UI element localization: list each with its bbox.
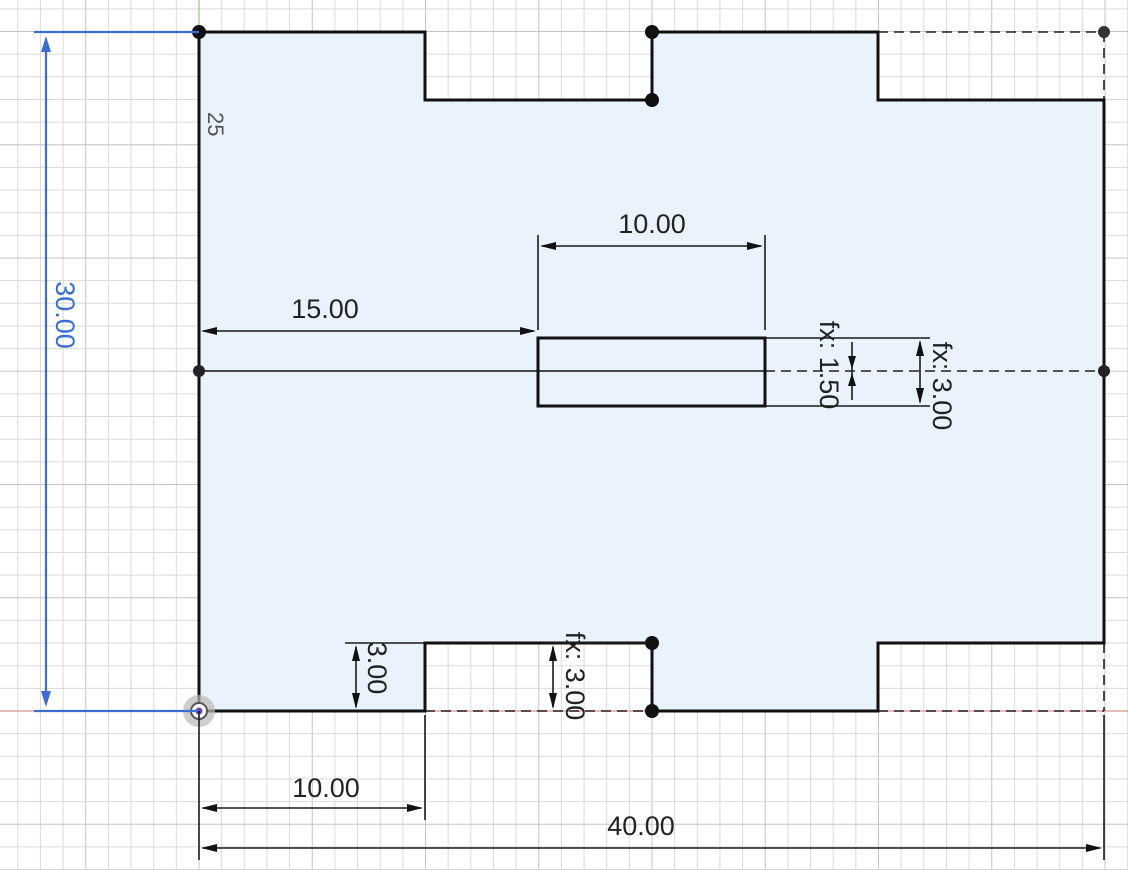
dimension-label[interactable]: 40.00 — [607, 811, 675, 841]
dimension-label[interactable]: 10.00 — [292, 773, 360, 803]
sketch-point[interactable] — [193, 365, 205, 377]
slot-rectangle[interactable] — [536, 336, 767, 408]
sketch-point[interactable] — [645, 93, 659, 107]
dimension-slot-offset[interactable]: 15.00 — [201, 294, 536, 335]
dimension-label[interactable]: fx: 1.50 — [814, 321, 844, 410]
dimension-label[interactable]: fx: 3.00 — [560, 632, 590, 721]
dimension-slot-height[interactable]: fx: 3.00 — [916, 340, 957, 430]
dimension-label[interactable]: 30.00 — [50, 281, 80, 349]
dimension-label[interactable]: fx: 3.00 — [927, 342, 957, 431]
sketch-point[interactable] — [645, 704, 659, 718]
dimension-overall-width[interactable]: 40.00 — [201, 715, 1105, 860]
dimension-slot-half-height[interactable]: fx: 1.50 — [765, 321, 930, 410]
dimension-slot-width[interactable]: 10.00 — [537, 209, 766, 330]
sketch-outline[interactable] — [197, 30, 1106, 713]
dimension-label[interactable]: 3.00 — [362, 642, 392, 695]
rotated-label: 25 — [203, 112, 228, 136]
sketch-point[interactable] — [645, 25, 659, 39]
dimension-notch-depth[interactable]: 3.00 — [345, 642, 425, 709]
dimension-label[interactable]: 15.00 — [291, 294, 359, 324]
dimension-notch-depth-fx[interactable]: fx: 3.00 — [545, 632, 652, 721]
dimension-overall-height[interactable]: 30.00 — [34, 30, 199, 713]
dimension-label[interactable]: 10.00 — [618, 209, 686, 239]
sketch-point[interactable] — [1098, 365, 1110, 377]
dimension-notch-offset[interactable]: 10.00 — [198, 711, 426, 860]
sketch-point[interactable] — [1098, 26, 1110, 38]
